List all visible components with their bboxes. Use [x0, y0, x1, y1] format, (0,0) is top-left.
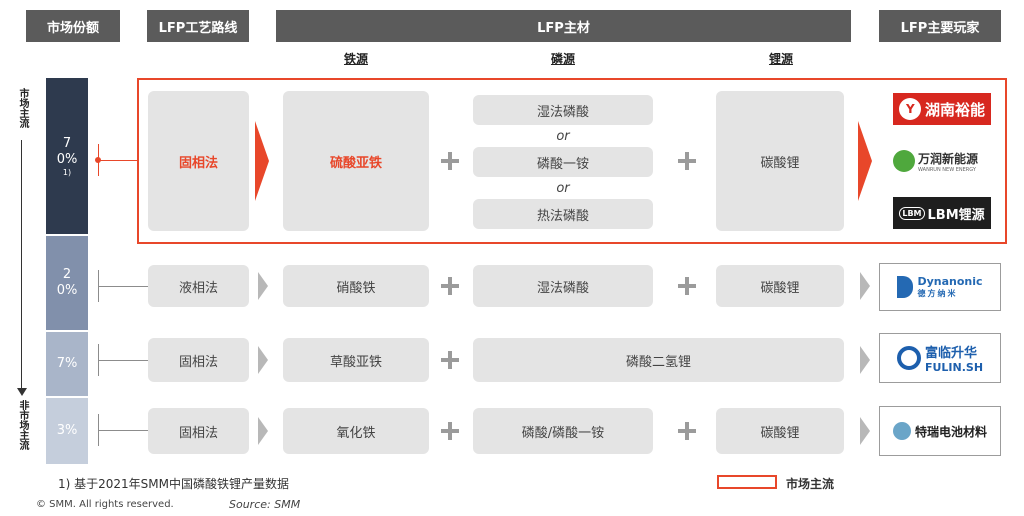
row2-plus-2 — [678, 277, 696, 295]
row2-iron: 硝酸铁 — [283, 265, 429, 307]
row2-process: 液相法 — [148, 265, 249, 307]
share-footnote-mark: 1) — [62, 167, 72, 177]
dynanonic-d-icon — [897, 276, 914, 298]
lbm-name: LBM锂源 — [927, 207, 985, 223]
logo-wanrun: 万润新能源 WANRUN NEW ENERGY — [893, 143, 991, 179]
wanrun-name-cn: 万润新能源 — [918, 151, 979, 166]
fulin-icon — [896, 346, 921, 370]
share-bar-70: 70% 1) — [46, 78, 88, 234]
row1-process: 固相法 — [148, 91, 249, 231]
row1-plus-2 — [678, 152, 696, 170]
row3-process: 固相法 — [148, 338, 249, 382]
hunan-yuneng-name: 湖南裕能 — [924, 100, 985, 119]
legend-swatch — [717, 475, 777, 489]
row2-arrow-2 — [860, 272, 870, 300]
row3-iron: 草酸亚铁 — [283, 338, 429, 382]
dynanonic-name-en: Dynanonic — [917, 275, 983, 288]
fulin-name-cn: 富临升华 — [924, 346, 977, 361]
lbm-mark-icon: LBM — [899, 206, 925, 220]
row1-phosphorus-2: 磷酸一铵 — [473, 147, 653, 177]
row1-phosphorus-1: 湿法磷酸 — [473, 95, 653, 125]
row3-phosphorus-lithium: 磷酸二氢锂 — [473, 338, 844, 382]
side-arrow-line — [21, 140, 22, 390]
share-value-7: 7% — [56, 356, 78, 371]
row1-iron: 硫酸亚铁 — [283, 91, 429, 231]
logo-lbm: LBM LBM锂源 — [893, 197, 991, 229]
row1-lithium: 碳酸锂 — [716, 91, 844, 231]
header-players: LFP主要玩家 — [879, 10, 1001, 42]
subheader-lithium: 锂源 — [768, 52, 793, 66]
row4-process: 固相法 — [148, 408, 249, 454]
row3-arrow-1 — [258, 346, 268, 374]
share-bar-7: 7% — [46, 332, 88, 396]
row1-or-2: or — [556, 181, 570, 196]
row4-plus-2 — [678, 422, 696, 440]
row4-lithium: 碳酸锂 — [716, 408, 844, 454]
share-bar-20: 20% — [46, 236, 88, 330]
row4-arrow-1 — [258, 417, 268, 445]
row3-plus-1 — [441, 351, 459, 369]
connector-line-row2 — [98, 286, 148, 287]
logo-hunan-yuneng: Y 湖南裕能 — [893, 93, 991, 125]
share-value-3: 3% — [56, 423, 78, 438]
mainstream-frame — [137, 78, 1007, 244]
connector-line-row3 — [98, 360, 148, 361]
side-label-non-mainstream: 非市场主流 — [17, 400, 28, 450]
source: Source: SMM — [229, 498, 301, 511]
header-materials: LFP主材 — [276, 10, 851, 42]
row1-arrow-1 — [255, 121, 269, 201]
row4-plus-1 — [441, 422, 459, 440]
header-market-share: 市场份额 — [26, 10, 120, 42]
row3-arrow-2 — [860, 346, 870, 374]
row4-arrow-2 — [860, 417, 870, 445]
row2-phosphorus: 湿法磷酸 — [473, 265, 653, 307]
row1-or-1: or — [556, 129, 570, 144]
row4-iron: 氧化铁 — [283, 408, 429, 454]
row2-plus-1 — [441, 277, 459, 295]
logo-terui: 特瑞电池材料 — [879, 406, 1001, 456]
row2-arrow-1 — [258, 272, 268, 300]
row1-plus-1 — [441, 152, 459, 170]
footnote: 1) 基于2021年SMM中国磷酸铁锂产量数据 — [58, 477, 289, 491]
share-bar-3: 3% — [46, 398, 88, 464]
row2-lithium: 碳酸锂 — [716, 265, 844, 307]
side-label-mainstream: 市场主流 — [17, 88, 28, 128]
terui-name: 特瑞电池材料 — [914, 424, 987, 439]
subheader-iron: 铁源 — [343, 52, 368, 66]
connector-line-row4 — [98, 430, 148, 431]
share-value-20: 20% — [56, 267, 78, 298]
logo-dynanonic: Dynanonic 德方纳米 — [879, 263, 1001, 311]
header-process: LFP工艺路线 — [147, 10, 249, 42]
connector-line-row1 — [98, 160, 138, 161]
row4-phosphorus: 磷酸/磷酸一铵 — [473, 408, 653, 454]
logo-fulin: 富临升华 FULIN.SH — [879, 333, 1001, 383]
wanrun-name-en: WANRUN NEW ENERGY — [918, 166, 976, 173]
side-arrow-head — [17, 388, 27, 396]
terui-icon — [892, 422, 911, 440]
legend-label: 市场主流 — [786, 477, 835, 491]
copyright: © SMM. All rights reserved. — [36, 499, 174, 510]
wanrun-leaf-icon — [893, 150, 915, 172]
row1-phosphorus-3: 热法磷酸 — [473, 199, 653, 229]
share-value-70: 70% — [56, 135, 78, 167]
fulin-name-en: FULIN.SH — [924, 361, 984, 374]
dynanonic-name-cn: 德方纳米 — [917, 289, 958, 298]
subheader-phosphorus: 磷源 — [550, 52, 575, 66]
row1-arrow-2 — [858, 121, 872, 201]
hunan-yuneng-icon: Y — [898, 98, 921, 120]
